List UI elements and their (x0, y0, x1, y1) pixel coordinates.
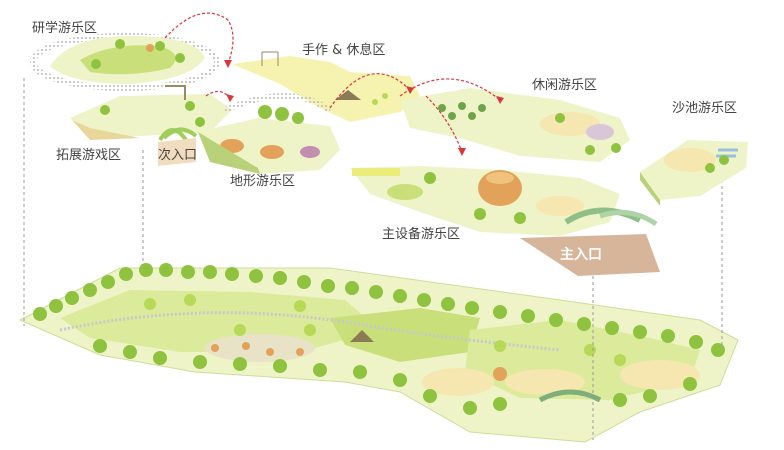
leisure-zone-plate (400, 88, 630, 162)
research-zone-plate (30, 33, 220, 91)
label-research-zone: 研学游乐区 (32, 21, 98, 36)
arrow-heads (224, 60, 504, 156)
main-entrance-plaza (520, 207, 660, 276)
label-secondary-entrance: 次入口 (158, 148, 198, 163)
secondary-entrance-gate (158, 127, 198, 166)
label-craft-rest-zone: 手作 & 休息区 (302, 43, 386, 58)
expansion-zone-plate (70, 85, 232, 142)
craft-zone-plate (232, 51, 420, 122)
projection-lines (23, 78, 723, 440)
main-equipment-zone-plate (350, 166, 620, 236)
label-terrain-zone: 地形游乐区 (230, 174, 296, 189)
label-main-equipment-zone: 主设备游乐区 (382, 227, 461, 242)
terrain-zone-plate (198, 105, 340, 174)
label-main-entrance: 主入口 (560, 247, 602, 263)
full-park-plan (18, 263, 739, 443)
label-expansion-zone: 拓展游戏区 (56, 148, 122, 163)
label-sandpit-zone: 沙池游乐区 (672, 101, 738, 116)
label-leisure-zone: 休闲游乐区 (532, 78, 598, 93)
dotted-walkway (223, 93, 332, 113)
sandpit-zone-plate (640, 140, 748, 206)
